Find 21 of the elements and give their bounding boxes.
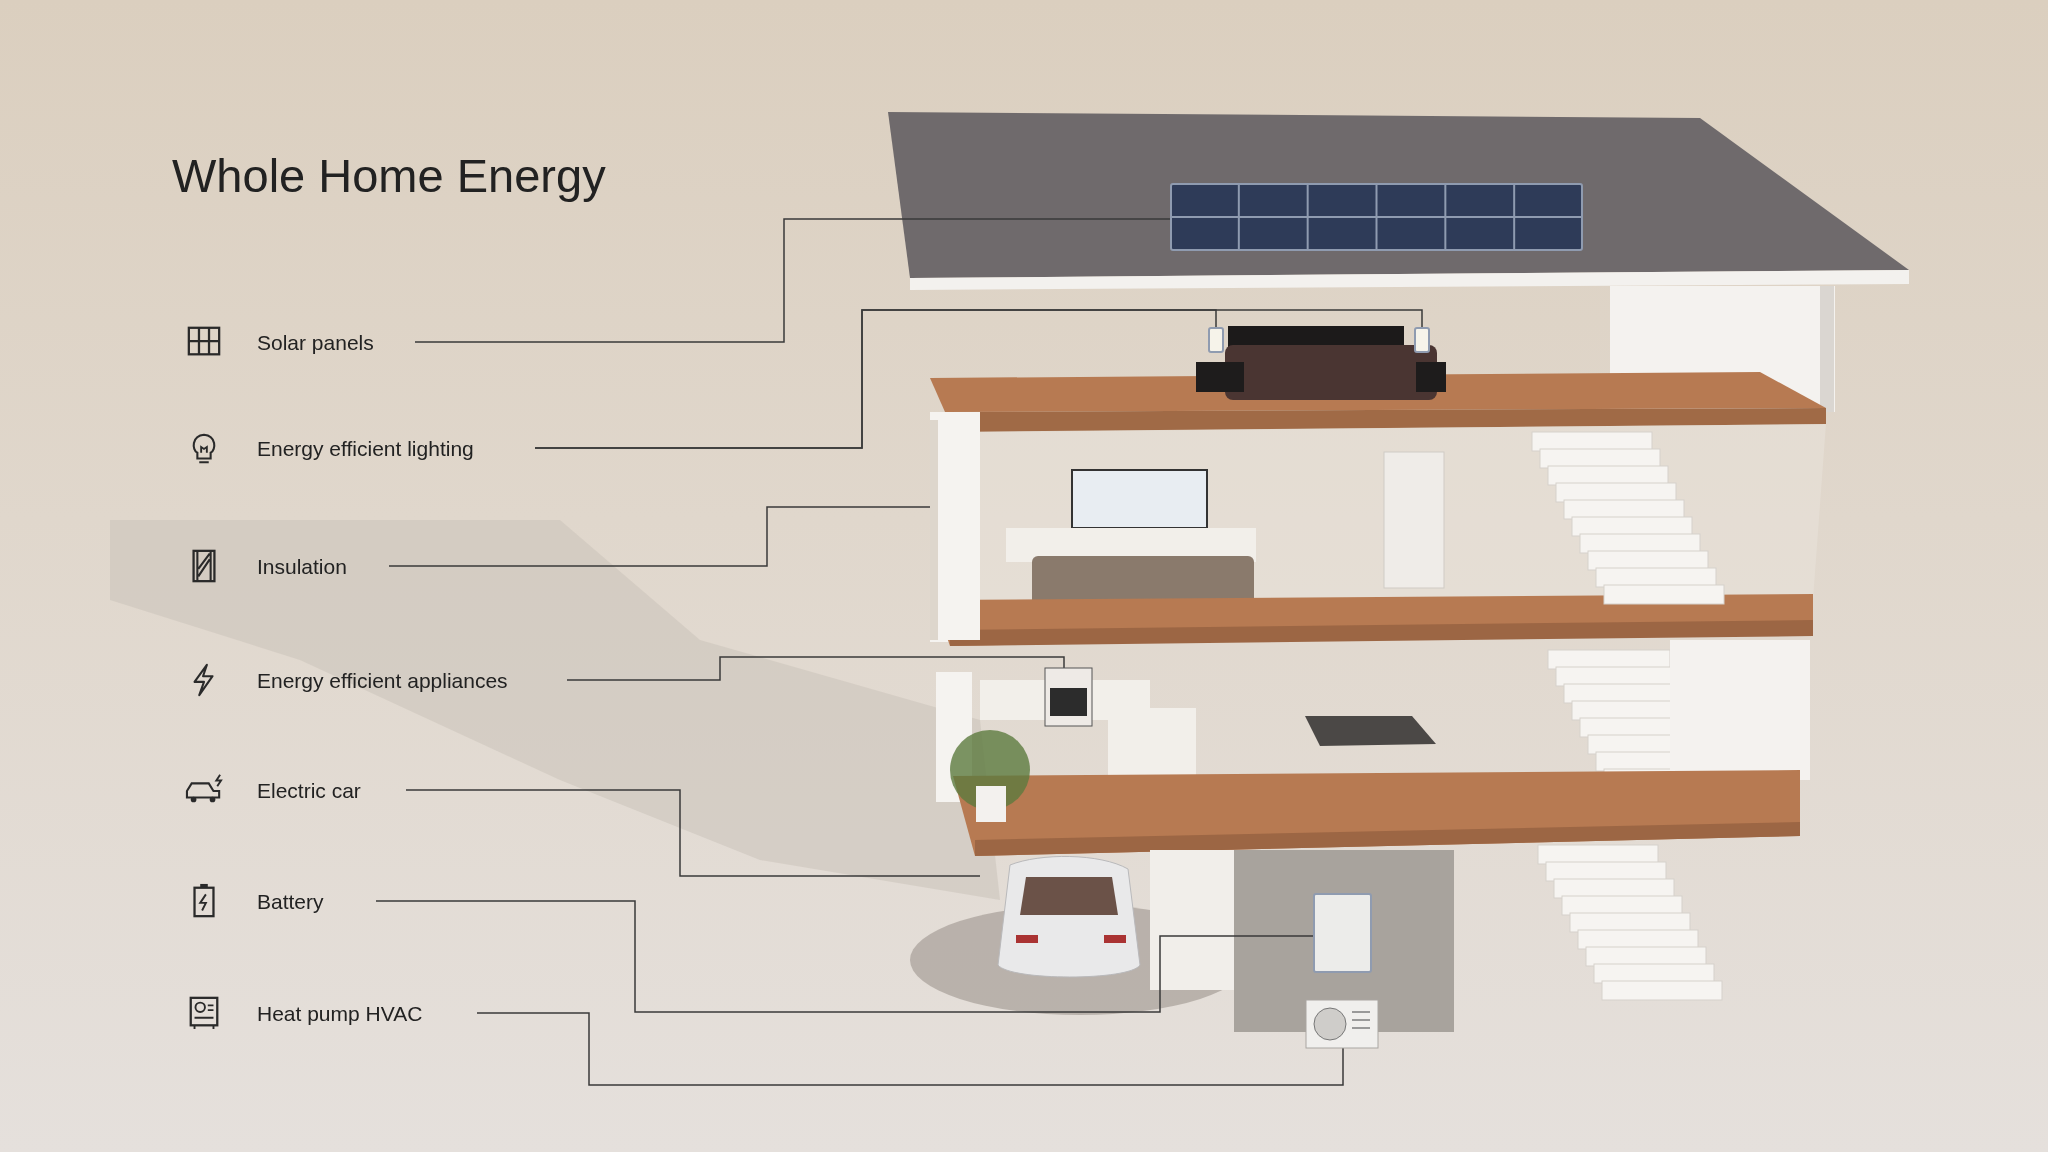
heat-pump-unit bbox=[1306, 1000, 1378, 1048]
item-label: Solar panels bbox=[257, 331, 374, 355]
item-label: Battery bbox=[257, 890, 324, 914]
solar-panel-array bbox=[1170, 183, 1583, 251]
item-label: Energy efficient lighting bbox=[257, 437, 474, 461]
leader-line bbox=[566, 656, 1065, 681]
home-battery bbox=[1313, 893, 1372, 973]
leader-line bbox=[534, 309, 1423, 449]
item-label: Insulation bbox=[257, 555, 347, 579]
item-label: Energy efficient appliances bbox=[257, 669, 508, 693]
pendant-lamp bbox=[1414, 327, 1430, 353]
leader-line bbox=[476, 1012, 1344, 1086]
pendant-lamp bbox=[1208, 327, 1224, 353]
item-label: Heat pump HVAC bbox=[257, 1002, 423, 1026]
leader-line bbox=[388, 506, 931, 567]
item-label: Electric car bbox=[257, 779, 361, 803]
leader-line bbox=[375, 900, 1314, 1013]
stove bbox=[1045, 668, 1092, 726]
leader-line bbox=[405, 789, 981, 877]
title: Whole Home Energy bbox=[172, 148, 606, 203]
leader-line bbox=[414, 218, 1171, 343]
